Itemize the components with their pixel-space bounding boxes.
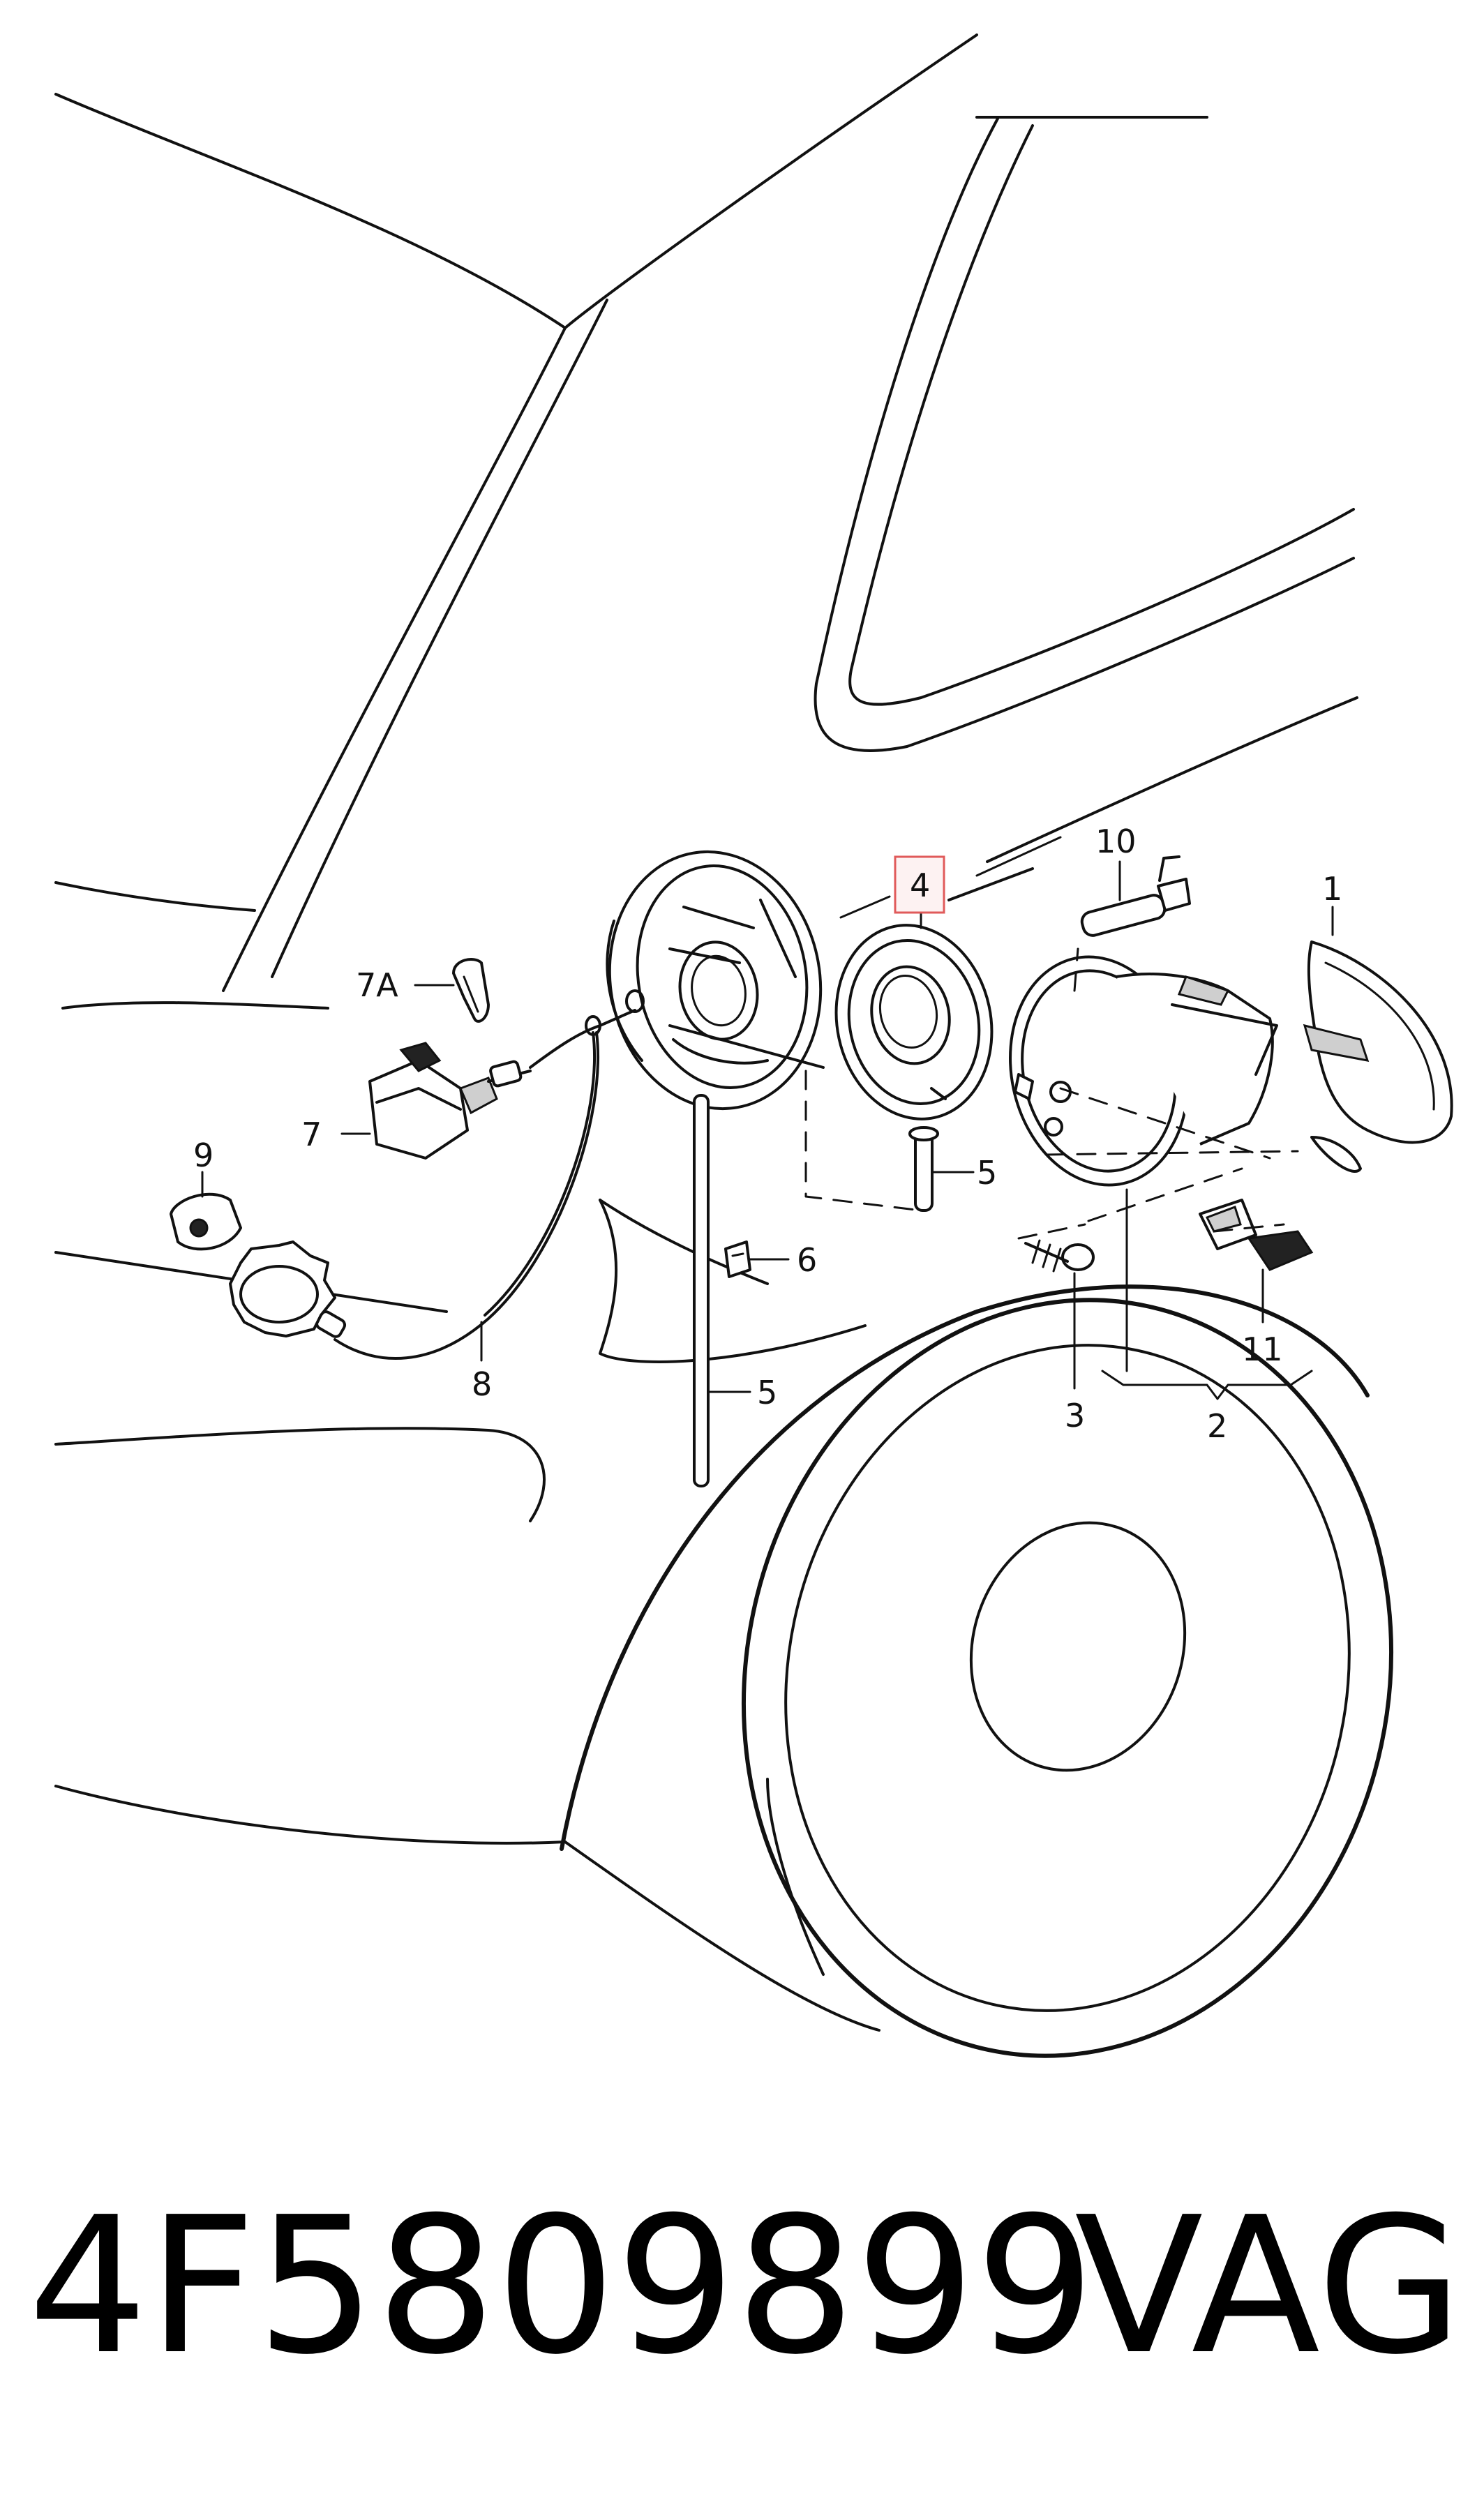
callout-9: 9 [193, 1137, 213, 1174]
fuel-door-housing [1009, 955, 1278, 1187]
callout-4: 4 [910, 867, 930, 904]
callout-3: 3 [1065, 1397, 1085, 1434]
callout-10: 10 [1095, 823, 1137, 860]
filler-neck-ring [606, 850, 825, 1111]
callout-1: 1 [1322, 870, 1342, 908]
callout-6: 6 [797, 1241, 817, 1279]
callout-5-short: 5 [977, 1154, 997, 1192]
actuator-motor [368, 1042, 532, 1160]
callout-2: 2 [1207, 1407, 1227, 1445]
callout-labels: 1 4 10 7A 7 9 5 6 8 5 3 11 2 [193, 823, 1342, 1445]
locking-pin [1080, 855, 1191, 937]
callout-7: 7 [301, 1116, 322, 1153]
callout-4-highlight [894, 855, 945, 914]
drain-hose-long [693, 1094, 710, 1487]
drain-hose-short [908, 1126, 939, 1212]
callout-8: 8 [472, 1365, 492, 1403]
footer: 4F5809899 VAG [28, 2176, 1463, 2396]
part-number: 4F5809899 [28, 2176, 1095, 2396]
grommet-nut [170, 1192, 336, 1337]
callout-5-long: 5 [757, 1374, 777, 1411]
clip [724, 1240, 751, 1278]
fuel-door-flap [1303, 940, 1453, 1173]
callout-11: 11 [1242, 1330, 1283, 1368]
retainer-7a [452, 958, 490, 1023]
callout-7a: 7A [356, 966, 398, 1004]
car-body-outline [54, 33, 1393, 2058]
filler-seal-ring [834, 924, 994, 1120]
release-cable [315, 1009, 636, 1360]
brand-name: VAG [1074, 2176, 1463, 2396]
connector-plug [1199, 1199, 1314, 1271]
screw [1024, 1239, 1095, 1273]
